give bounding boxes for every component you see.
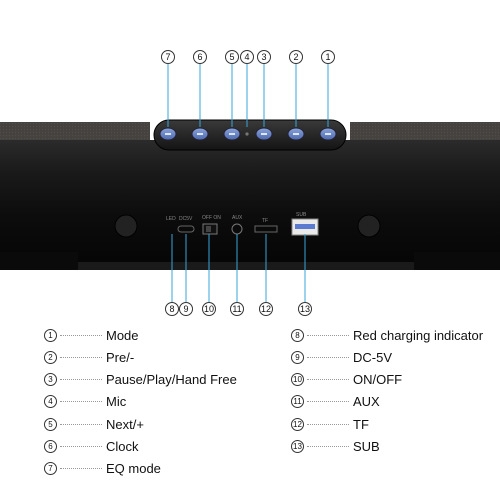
callout-9: 9: [179, 302, 193, 316]
legend-number: 11: [291, 395, 304, 409]
callout-10: 10: [202, 302, 216, 316]
legend-number: 2: [44, 350, 57, 364]
legend-number: 10: [291, 373, 304, 387]
legend-number: 4: [44, 395, 57, 409]
legend-leader-dots: [60, 334, 102, 336]
legend-label: AUX: [353, 394, 380, 410]
legend-item-11: 11 AUX: [291, 393, 380, 411]
legend-leader-dots: [307, 356, 349, 358]
legend-number: 8: [291, 328, 304, 342]
bottom-shadow: [78, 262, 414, 270]
port-label-red_led: LED: [166, 216, 176, 222]
legend-item-6: 6 Clock: [44, 438, 139, 456]
prev-icon: [293, 133, 299, 135]
callout-8: 8: [165, 302, 179, 316]
port-label-switch: OFF ON: [202, 215, 221, 221]
legend-number: 5: [44, 417, 57, 431]
legend-label: SUB: [353, 439, 380, 454]
legend-item-7: 7 EQ mode: [44, 460, 161, 478]
legend-label: Mode: [106, 327, 139, 343]
legend-label: EQ mode: [106, 461, 161, 477]
callout-2: 2: [289, 50, 303, 64]
callout-4: 4: [240, 50, 254, 64]
legend-item-8: 8 Red charging indicator: [291, 326, 483, 344]
legend-leader-dots: [60, 379, 102, 381]
legend-item-10: 10 ON/OFF: [291, 371, 402, 389]
clock-icon: [197, 133, 203, 135]
legend-leader-dots: [307, 446, 349, 447]
legend-label: DC-5V: [353, 349, 393, 365]
legend-leader-dots: [307, 379, 349, 381]
port-label-dc: DC5V: [179, 216, 193, 222]
left-foot: [0, 252, 78, 270]
legend-number: 13: [291, 440, 304, 453]
right-foot: [414, 252, 500, 270]
legend-leader-dots: [60, 468, 102, 470]
legend-item-1: 1 Mode: [44, 326, 139, 344]
speaker-body: [0, 140, 500, 268]
eq-mode-icon: [165, 133, 171, 135]
legend-leader-dots: [307, 423, 349, 425]
legend-label: Mic: [106, 394, 127, 410]
mic-icon: [245, 132, 249, 136]
dc-port[interactable]: [177, 225, 195, 233]
legend-item-12: 12 TF: [291, 415, 369, 433]
port-label-aux: AUX: [232, 215, 243, 221]
legend-number: 6: [44, 440, 57, 453]
pause-play-icon: [261, 133, 267, 135]
legend-number: 12: [291, 417, 304, 431]
legend-label: ON/OFF: [353, 372, 403, 388]
next-icon: [229, 133, 235, 135]
legend-leader-dots: [307, 401, 349, 403]
legend-label: Next/+: [106, 416, 144, 432]
callout-1: 1: [321, 50, 335, 64]
port-label-tf: TF: [262, 218, 268, 224]
mode-icon: [325, 133, 331, 135]
tf-slot[interactable]: [254, 225, 278, 233]
legend-label: Red charging indicator: [353, 327, 484, 343]
callout-6: 6: [193, 50, 207, 64]
legend-item-13: 13 SUB: [291, 438, 380, 456]
legend-item-3: 3 Pause/Play/Hand Free: [44, 371, 237, 389]
legend-label: Clock: [106, 439, 139, 454]
aux-port[interactable]: [231, 223, 243, 235]
callout-7: 7: [161, 50, 175, 64]
callout-11: 11: [230, 302, 244, 316]
legend-item-4: 4 Mic: [44, 393, 126, 411]
legend-number: 9: [291, 350, 304, 364]
legend-item-9: 9 DC-5V: [291, 348, 392, 366]
right-knob: [357, 214, 381, 238]
control-panel: [153, 119, 347, 151]
callout-13: 13: [298, 302, 312, 316]
legend-leader-dots: [60, 401, 102, 403]
legend-leader-dots: [307, 334, 349, 336]
legend-item-5: 5 Next/+: [44, 415, 144, 433]
legend-number: 7: [44, 462, 57, 476]
legend-label: Pause/Play/Hand Free: [106, 372, 237, 388]
left-knob: [114, 214, 138, 238]
legend-leader-dots: [60, 446, 102, 447]
legend-leader-dots: [60, 356, 102, 358]
legend-leader-dots: [60, 423, 102, 425]
callout-12: 12: [259, 302, 273, 316]
callout-3: 3: [257, 50, 271, 64]
legend-label: TF: [353, 416, 369, 432]
legend-number: 1: [44, 328, 57, 342]
legend-label: Pre/-: [106, 349, 135, 365]
legend-number: 3: [44, 373, 57, 387]
port-label-usb: SUB: [296, 212, 307, 218]
legend-item-2: 2 Pre/-: [44, 348, 134, 366]
callout-5: 5: [225, 50, 239, 64]
